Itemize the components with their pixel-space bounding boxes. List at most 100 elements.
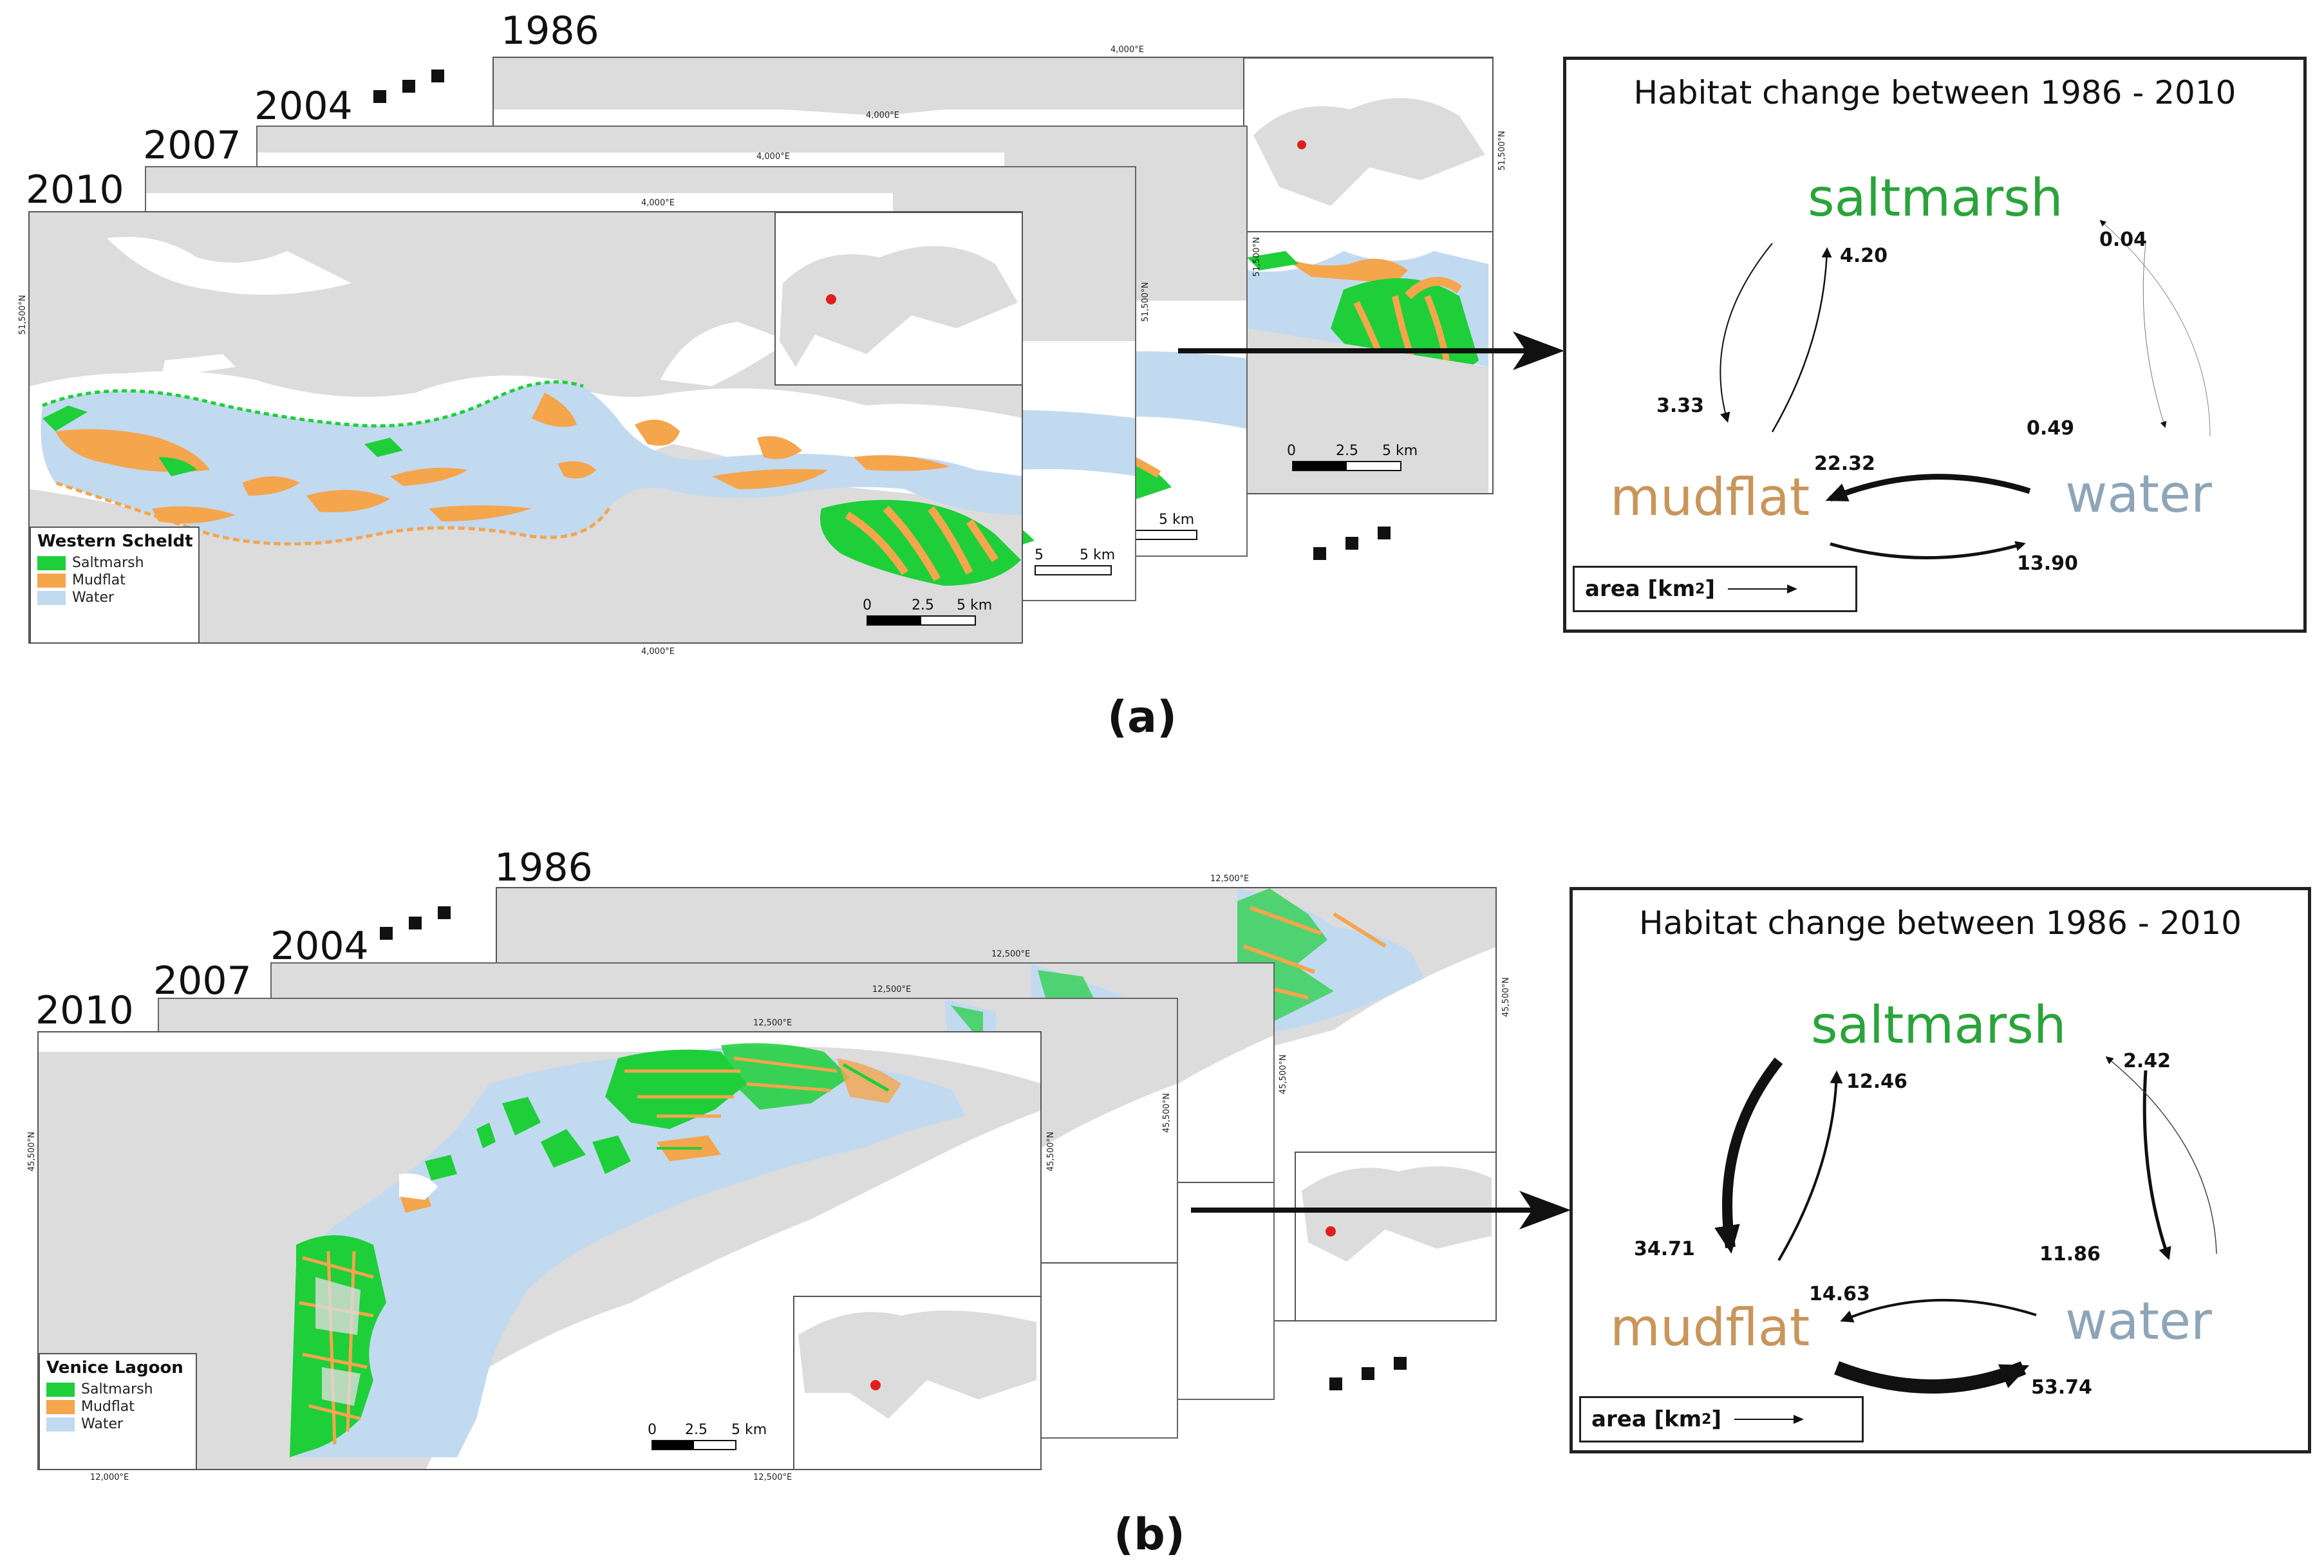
legend-item-mudflat: Mudflat	[46, 1399, 189, 1415]
value-mudflat-to-water: 13.90	[2017, 552, 2078, 575]
map-2010-western-scheldt	[30, 212, 1022, 642]
scale-bar: 0 2.5 5 km	[1287, 443, 1418, 471]
longitude-label: 12,500°E	[991, 949, 1031, 959]
diagram-title: Habitat change between 1986 - 2010	[1639, 904, 2242, 942]
longitude-label: 4,000°E	[756, 152, 790, 162]
arrow-mudflat-to-water	[1830, 541, 2026, 559]
habitat-saltmarsh: saltmarsh	[1808, 168, 2063, 228]
value-water-to-mudflat: 22.32	[1814, 453, 1875, 475]
longitude-label: 12,500°E	[1210, 874, 1250, 884]
habitat-change-diagram-b: Habitat change between 1986 - 2010 saltm…	[1570, 887, 2311, 1453]
flow-arrows	[1720, 219, 2211, 559]
scale-label: 5 km	[1159, 512, 1195, 528]
legend-item-saltmarsh: Saltmarsh	[37, 555, 192, 571]
habitat-water: water	[2065, 1291, 2212, 1351]
longitude-label: 4,000°E	[641, 647, 675, 657]
scale-bar: 0 2.5 5 km	[863, 597, 992, 626]
latitude-label: 45,500°N	[1501, 977, 1511, 1017]
scale-label: 5 km	[731, 1422, 767, 1438]
location-dot	[1297, 140, 1306, 149]
legend-item-water: Water	[46, 1416, 189, 1432]
arrow-mudflat-to-saltmarsh	[1771, 247, 1832, 433]
map-legend: Venice Lagoon Saltmarsh Mudflat Water	[39, 1353, 197, 1469]
unit-arrow-icon	[1734, 1415, 1804, 1424]
latitude-label: 45,500°N	[27, 1132, 37, 1171]
legend-swatch	[37, 555, 66, 570]
arrow-mudflat-to-saltmarsh	[1777, 1070, 1843, 1262]
legend-item-water: Water	[37, 590, 192, 606]
latitude-label: 45,500°N	[1279, 1054, 1288, 1094]
legend-label: Water	[72, 590, 115, 606]
unit-arrow-icon	[1728, 584, 1797, 593]
legend-item-mudflat: Mudflat	[37, 572, 192, 588]
unit-label: area [km	[1591, 1406, 1702, 1432]
map-2010-venice-lagoon	[39, 1032, 1040, 1469]
legend-label: Water	[81, 1416, 124, 1432]
diagram-title: Habitat change between 1986 - 2010	[1633, 74, 2236, 111]
year-label-1986: 1986	[501, 8, 599, 53]
ellipsis-dots	[1329, 1339, 1420, 1390]
legend-label: Mudflat	[81, 1399, 135, 1415]
caption-b: (b)	[1114, 1509, 1185, 1560]
value-saltmarsh-to-water: 11.86	[2039, 1243, 2101, 1265]
map-card-2010: Venice Lagoon Saltmarsh Mudflat Water 0 …	[37, 1031, 1042, 1470]
arrow-saltmarsh-to-mudflat	[1720, 243, 1773, 423]
unit-bracket: ]	[1711, 1406, 1721, 1432]
longitude-label: 4,000°E	[866, 111, 899, 120]
arrow-saltmarsh-to-water	[2142, 1070, 2171, 1260]
arrow-to-diagram	[1191, 1191, 1571, 1229]
value-saltmarsh-to-mudflat: 34.71	[1634, 1238, 1695, 1260]
location-dot	[870, 1380, 881, 1390]
arrow-mudflat-to-water	[1834, 1361, 2030, 1394]
year-label-2007: 2007	[153, 958, 252, 1003]
scale-label: 5 km	[957, 597, 993, 613]
arrow-water-to-mudflat	[1825, 474, 2031, 502]
longitude-label: 12,500°E	[872, 985, 912, 994]
ellipsis-dots	[1313, 509, 1403, 560]
value-saltmarsh-to-water: 0.49	[2027, 417, 2075, 440]
longitude-label: 12,000°E	[90, 1473, 129, 1482]
latitude-label: 45,500°N	[1046, 1132, 1056, 1171]
arrow-saltmarsh-to-water	[2142, 243, 2167, 428]
scale-label: 5 km	[1382, 443, 1418, 459]
year-label-1986: 1986	[494, 845, 593, 890]
arrow-water-to-saltmarsh	[2099, 219, 2211, 437]
caption-a: (a)	[1107, 692, 1177, 743]
habitat-change-diagram-a: Habitat change between 1986 - 2010 saltm…	[1563, 57, 2307, 633]
unit-exponent: 2	[1695, 581, 1705, 597]
scale-bar: 0 2.5 5 km	[648, 1422, 767, 1450]
latitude-label: 51,500°N	[1497, 131, 1507, 171]
legend-swatch	[46, 1382, 75, 1397]
legend-item-saltmarsh: Saltmarsh	[46, 1381, 189, 1397]
ellipsis-dots	[373, 58, 464, 109]
value-water-to-saltmarsh: 0.04	[2099, 229, 2148, 251]
scale-label: 0	[1287, 443, 1296, 459]
legend-swatch	[37, 573, 66, 588]
value-water-to-mudflat: 14.63	[1809, 1283, 1870, 1305]
habitat-mudflat: mudflat	[1610, 1298, 1810, 1358]
arrow-saltmarsh-to-mudflat	[1714, 1058, 1783, 1254]
legend-swatch	[46, 1417, 75, 1432]
map-card-2010: Western Scheldt Saltmarsh Mudflat Water …	[28, 211, 1023, 644]
habitat-mudflat: mudflat	[1610, 467, 1810, 527]
legend-title: Venice Lagoon	[46, 1358, 183, 1377]
longitude-label: 4,000°E	[1110, 45, 1144, 55]
scale-label: 2.5	[912, 597, 934, 613]
longitude-label: 12,500°E	[753, 1473, 792, 1482]
latitude-label: 51,500°N	[18, 295, 28, 335]
scale-label: 2.5	[1336, 443, 1358, 459]
habitat-water: water	[2065, 464, 2212, 524]
legend-label: Saltmarsh	[81, 1381, 153, 1397]
scale-label: 0	[863, 597, 872, 613]
year-label-2007: 2007	[143, 123, 241, 168]
latitude-label: 51,500°N	[1141, 282, 1150, 322]
flow-arrows	[1714, 1056, 2217, 1394]
scale-label: 5 km	[1080, 547, 1116, 563]
latitude-label: 51,500°N	[1252, 237, 1262, 277]
value-mudflat-to-saltmarsh: 12.46	[1846, 1070, 1907, 1093]
ellipsis-dots	[380, 895, 470, 946]
scale-label: 5	[1035, 547, 1044, 563]
longitude-label: 4,000°E	[641, 198, 675, 208]
